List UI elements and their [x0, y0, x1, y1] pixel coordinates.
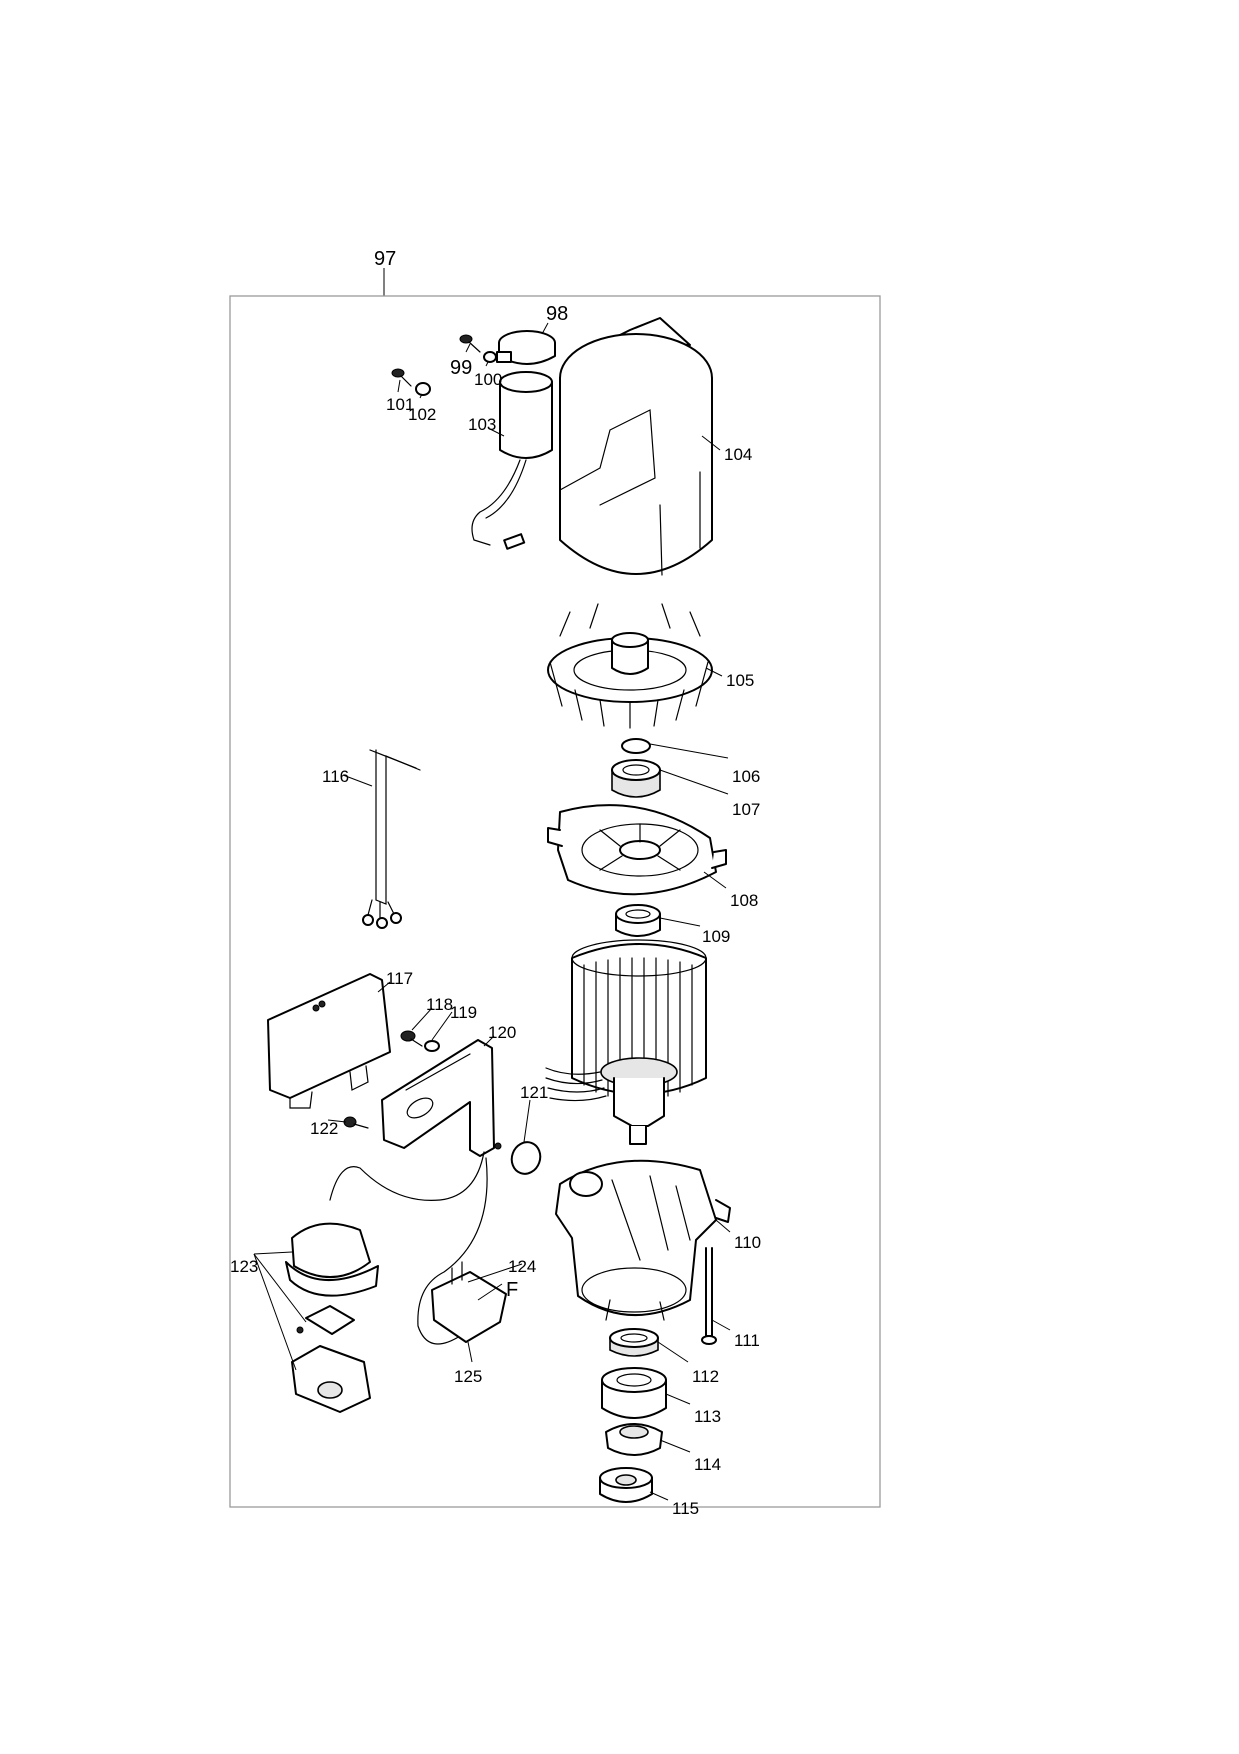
part-123-switch-box[interactable]	[285, 1222, 379, 1413]
callout-108: 108	[730, 891, 758, 910]
part-98-clamp[interactable]	[496, 330, 556, 365]
part-107-seal[interactable]	[611, 759, 661, 798]
callout-101: 101	[386, 395, 414, 414]
callout-115: 115	[672, 1499, 699, 1518]
callout-99: 99	[450, 357, 472, 379]
part-110-housing[interactable]	[555, 1159, 731, 1321]
wiring-harness	[329, 1142, 502, 1345]
leader-lines	[253, 322, 731, 1501]
part-106-ring[interactable]	[621, 738, 651, 754]
callout-F: F	[506, 1279, 518, 1301]
callout-103: 103	[468, 415, 496, 434]
part-104-motor-cover[interactable]	[559, 317, 713, 576]
callout-117: 117	[386, 969, 413, 988]
callout-114: 114	[694, 1455, 721, 1474]
callout-121: 121	[520, 1083, 548, 1102]
callout-124: 124	[508, 1257, 536, 1276]
part-101-screw[interactable]	[391, 368, 412, 387]
callout-112: 112	[692, 1367, 719, 1386]
part-116-cable[interactable]	[362, 749, 421, 929]
callout-98: 98	[546, 303, 568, 325]
callout-110: 110	[734, 1233, 761, 1252]
callout-109: 109	[702, 927, 730, 946]
part-115-nut[interactable]	[599, 1467, 653, 1503]
callout-102: 102	[408, 405, 436, 424]
part-122-screw[interactable]	[343, 1116, 369, 1129]
part-105-fan[interactable]	[547, 603, 713, 729]
part-113-bearing[interactable]	[601, 1367, 667, 1419]
part-111-bolt[interactable]	[701, 1247, 717, 1345]
part-102-washer[interactable]	[415, 382, 431, 396]
part-100-washer[interactable]	[483, 351, 497, 363]
callout-122: 122	[310, 1119, 338, 1138]
callout-118: 118	[426, 995, 453, 1014]
part-125-thermal-switch[interactable]	[431, 1261, 507, 1343]
callout-116: 116	[322, 767, 349, 786]
callout-106: 106	[732, 767, 760, 786]
callout-labels: 97 98 99 100 101 102 103 104 105 106 107…	[230, 248, 761, 1518]
callout-104: 104	[724, 445, 752, 464]
part-120-bracket[interactable]	[381, 1039, 495, 1157]
part-121-o-ring[interactable]	[507, 1138, 544, 1178]
part-103-capacitor[interactable]	[471, 371, 553, 550]
callout-97: 97	[374, 248, 396, 270]
callout-105: 105	[726, 671, 754, 690]
callout-107: 107	[732, 800, 760, 819]
part-109-bearing[interactable]	[615, 904, 661, 937]
callout-100: 100	[474, 370, 502, 389]
rotor-stator-assembly[interactable]	[545, 939, 707, 1145]
callout-111: 111	[734, 1331, 760, 1350]
part-117-cover[interactable]	[267, 973, 391, 1109]
callout-125: 125	[454, 1367, 482, 1386]
part-119-washer[interactable]	[424, 1040, 440, 1052]
part-108-end-bracket[interactable]	[547, 804, 727, 896]
callout-123: 123	[230, 1257, 258, 1276]
part-114-seal-cup[interactable]	[605, 1423, 663, 1456]
callout-120: 120	[488, 1023, 516, 1042]
callout-119: 119	[450, 1003, 477, 1022]
part-99-screw[interactable]	[459, 334, 481, 353]
part-118-screw[interactable]	[400, 1030, 423, 1047]
assembly-frame	[229, 295, 881, 1508]
callout-113: 113	[694, 1407, 721, 1426]
part-112-seal[interactable]	[609, 1328, 659, 1357]
